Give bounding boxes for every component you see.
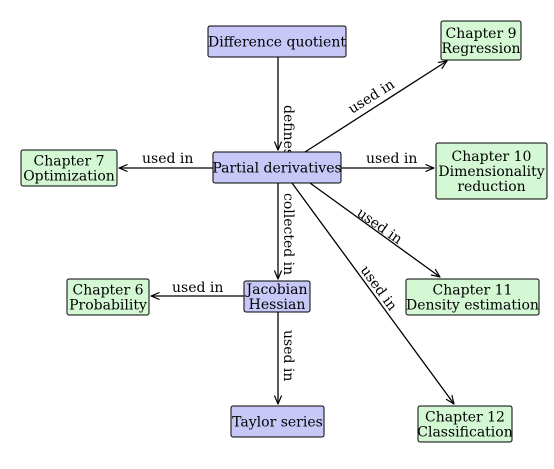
edge-label: defines bbox=[280, 105, 296, 156]
edge-arrow-partial-derivatives-to-chapter-12 bbox=[291, 182, 454, 404]
node-partial-derivatives: Partial derivatives bbox=[212, 151, 342, 184]
node-box bbox=[66, 278, 150, 316]
node-label-line: Chapter 7 bbox=[34, 154, 105, 170]
edge-label: used in bbox=[354, 205, 405, 248]
node-label-line: Chapter 6 bbox=[73, 283, 144, 299]
node-label-line: Dimensionality bbox=[438, 164, 544, 180]
node-box bbox=[435, 142, 548, 200]
edge-label: used in bbox=[142, 151, 193, 167]
node-box bbox=[20, 149, 118, 187]
edges-layer: defines used in used in used in used in colle… bbox=[119, 57, 454, 404]
node-difference-quotient: Difference quotient bbox=[207, 25, 347, 58]
node-box bbox=[417, 405, 513, 443]
node-box bbox=[405, 278, 540, 316]
edge-label: used in bbox=[172, 280, 223, 296]
node-label-line: Density estimation bbox=[406, 298, 539, 314]
edge-label: used in bbox=[366, 151, 417, 167]
node-taylor-series: Taylor series bbox=[230, 405, 325, 438]
edge-arrow-partial-derivatives-to-chapter-11 bbox=[309, 182, 440, 277]
node-label-line: Hessian bbox=[249, 297, 306, 313]
edge-label: collected in bbox=[280, 193, 296, 275]
node-label-line: Difference quotient bbox=[208, 35, 346, 51]
node-label-line: Jacobian bbox=[244, 282, 307, 298]
node-label-line: reduction bbox=[457, 179, 525, 195]
edge-arrow-partial-derivatives-to-chapter-9 bbox=[304, 61, 447, 153]
node-box bbox=[440, 20, 522, 61]
node-box bbox=[207, 25, 347, 58]
node-label-line: Chapter 11 bbox=[433, 283, 513, 299]
node-box bbox=[243, 280, 311, 313]
node-label-line: Chapter 12 bbox=[425, 410, 505, 426]
node-label-line: Regression bbox=[441, 41, 520, 57]
node-label-line: Optimization bbox=[23, 169, 115, 185]
edge-label: used in bbox=[357, 263, 400, 314]
node-label-line: Chapter 9 bbox=[446, 26, 517, 42]
edge-label: used in bbox=[280, 330, 296, 381]
node-box bbox=[212, 151, 342, 184]
node-label-line: Taylor series bbox=[232, 415, 323, 431]
node-label-line: Partial derivatives bbox=[212, 161, 341, 177]
node-label-line: Chapter 10 bbox=[452, 149, 532, 165]
node-box bbox=[230, 405, 325, 438]
node-label-line: Classification bbox=[417, 425, 512, 441]
node-label-line: Probability bbox=[69, 298, 147, 314]
